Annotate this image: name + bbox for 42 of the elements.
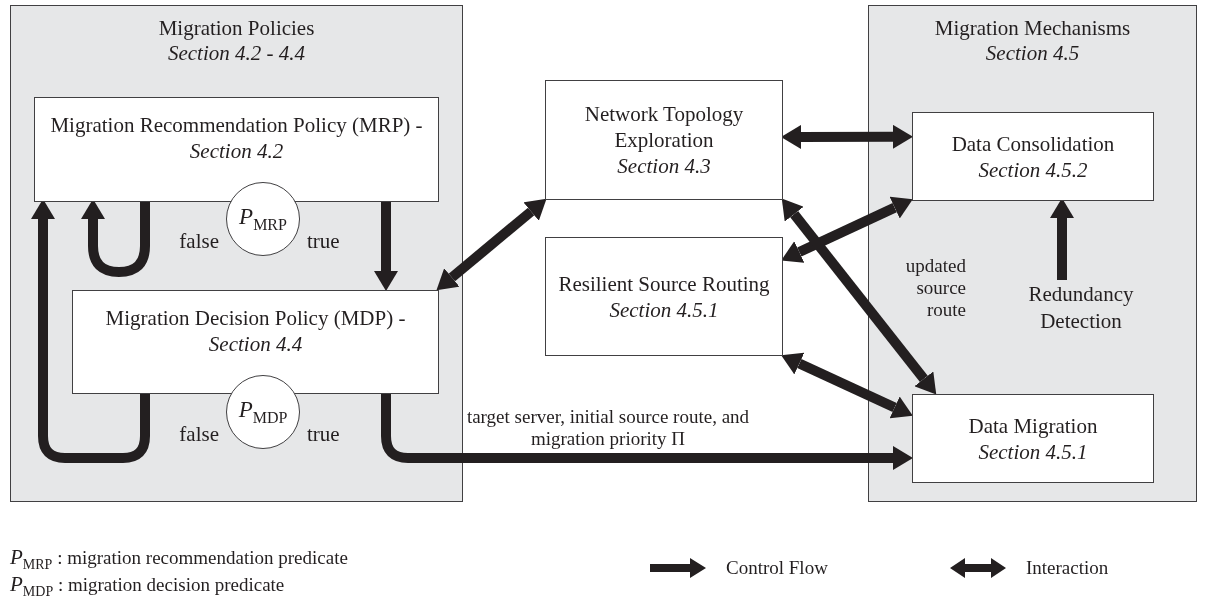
box-title: Migration Decision Policy (MDP) - Section 4.4 [104,305,407,357]
predicate-symbol: P$_{MDP}$ [238,397,288,427]
section-reference: Section 4.5.2 [978,156,1088,183]
group-panel [868,5,1197,502]
box-title: Data Migration [968,412,1098,439]
section-reference: Section 4.2 - 4.4 [166,41,307,66]
group-title: Migration Policies [157,15,316,41]
section-reference: Section 4.5 [984,41,1081,66]
double-arrow [781,198,937,395]
process-box [912,112,1154,201]
legend-label: Control Flow [726,557,828,579]
section-reference: Section 4.5.1 [978,438,1088,465]
arrow [374,201,398,291]
section-reference: Section 4.5.1 [609,296,719,323]
double-arrow [436,198,547,291]
double-arrow [781,124,913,149]
process-box [34,97,439,202]
process-box [72,290,439,394]
branch-label: true [307,229,340,254]
legend-label: Interaction [1026,557,1109,579]
box-title: Resilient Source Routing [558,270,770,297]
predicate-symbol: P$_{MRP}$ [239,204,287,234]
edge-label: target server, initial source route, and migration priority Π [465,406,751,450]
box-title: Migration Recommendation Policy (MRP) - Section 4.2 [49,112,424,164]
process-box [912,394,1154,483]
box-title: Data Consolidation [951,130,1115,157]
box-title: Network Topology Exploration [583,101,745,153]
double-arrow [781,196,913,263]
process-label: Redundancy Detection [1001,281,1161,337]
branch-label: false [179,422,219,447]
process-box [545,80,783,200]
branch-label: true [307,422,340,447]
group-panel [10,5,463,502]
process-box [545,237,783,356]
legend-note: P$_{MRP}$ : migration recommendation predicate [10,545,348,573]
double-arrow [781,352,913,419]
legend-note: P$_{MDP}$ : migration decision predicate [10,572,285,600]
arrow [381,393,913,470]
section-reference: Section 4.3 [617,153,711,179]
group-title: Migration Mechanisms [933,15,1132,41]
edge-label: updated source route [904,255,966,321]
branch-label: false [179,229,219,254]
